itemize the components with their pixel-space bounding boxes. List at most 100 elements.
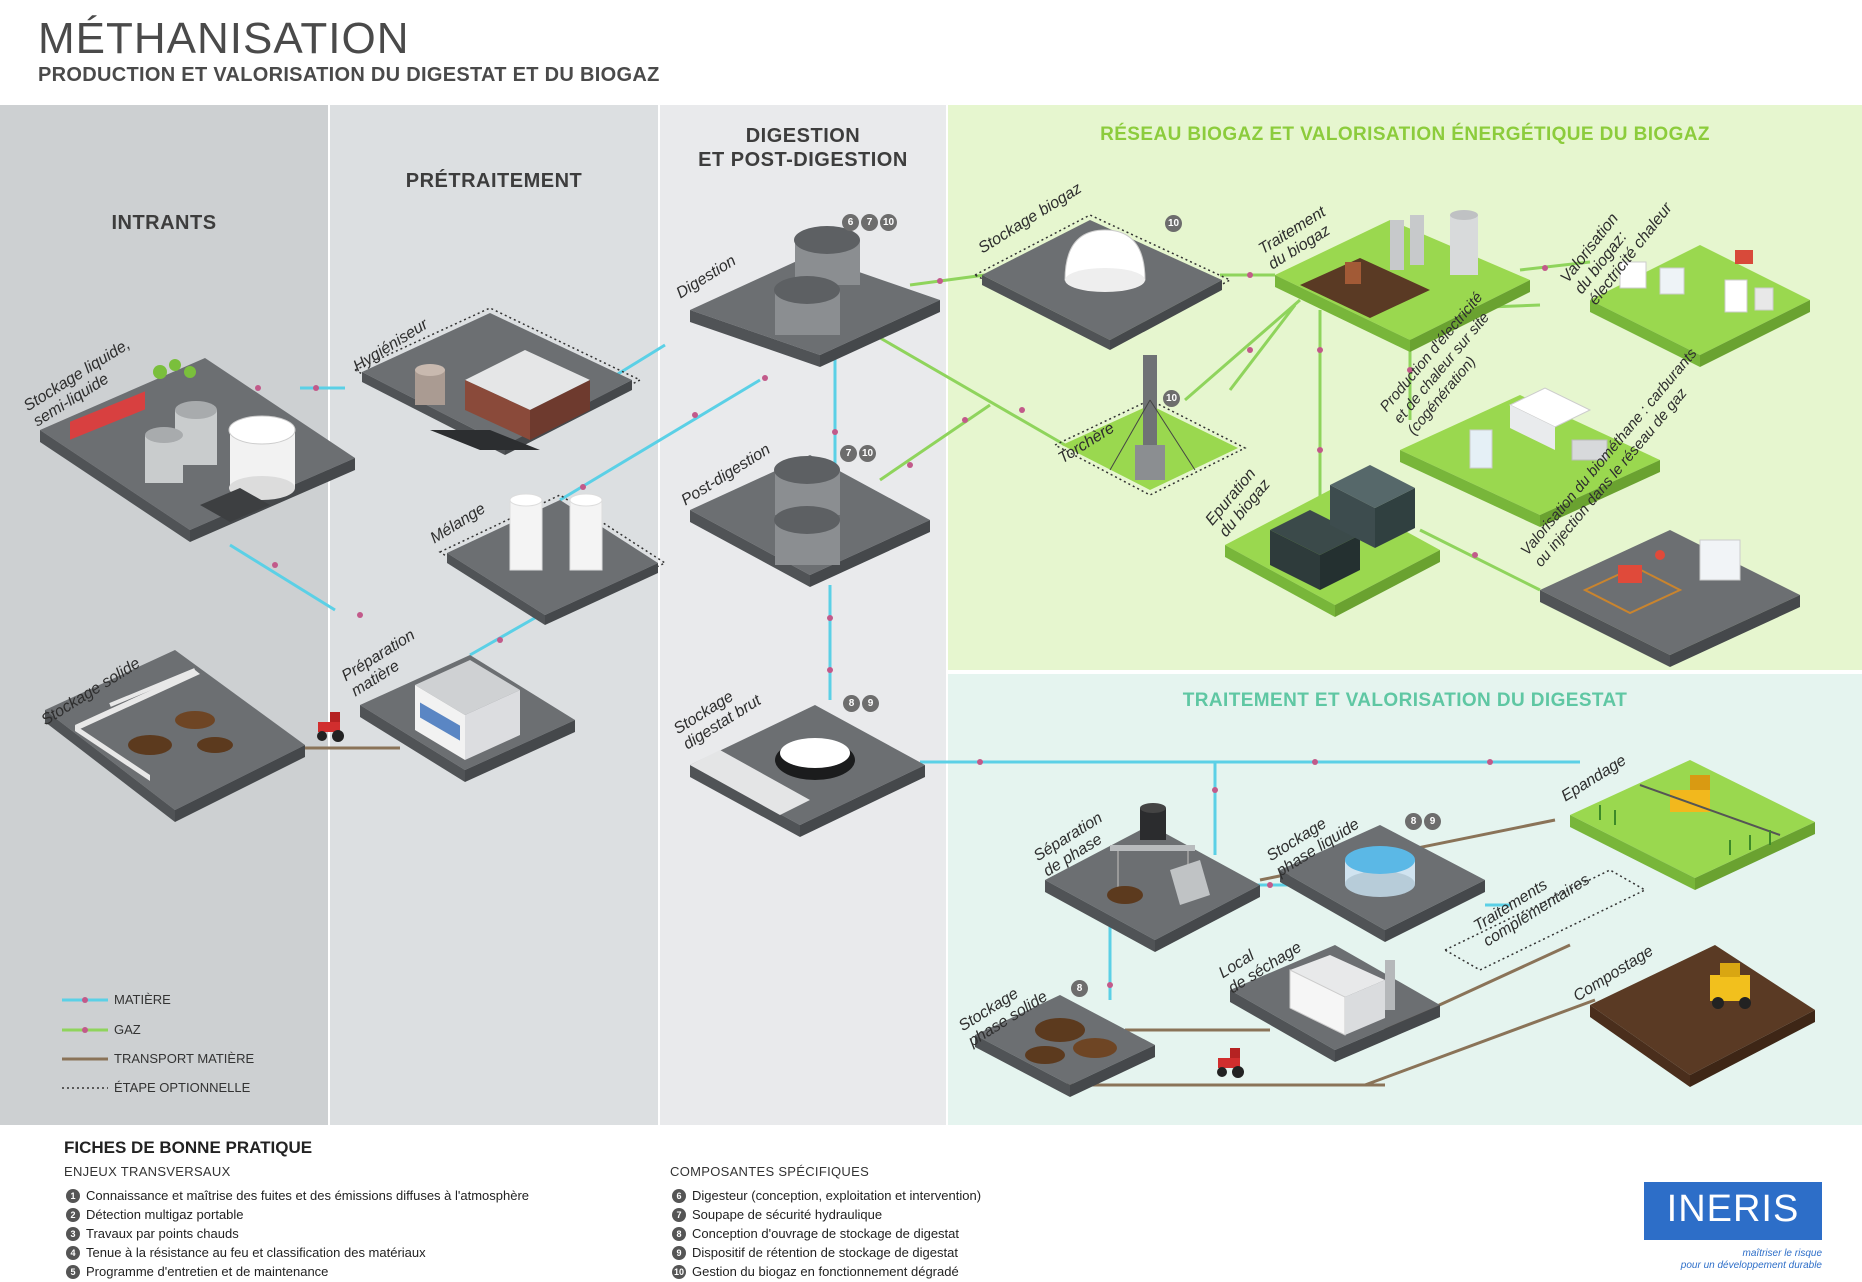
- platform-preparation: [360, 655, 575, 782]
- platform-biomethane: [1540, 530, 1800, 667]
- section-title-biogaz: RÉSEAU BIOGAZ ET VALORISATION ÉNERGÉTIQU…: [1100, 124, 1710, 145]
- badges-stockage-biogaz: 10: [1165, 213, 1184, 232]
- pipe-traitement-torch2: [1228, 304, 1297, 391]
- fiche-text: Dispositif de rétention de stockage de d…: [692, 1245, 958, 1260]
- badge-slp-0[interactable]: 8: [1405, 813, 1422, 830]
- platform-stockage-solide: [45, 650, 305, 822]
- valves-gaz: [907, 265, 1548, 558]
- platform-traitements-complementaires: [1443, 869, 1647, 971]
- pipe-melange-digestion: [559, 378, 761, 502]
- platform-traitement-biogaz: [1275, 210, 1530, 352]
- legend-optionnelle: ÉTAPE OPTIONNELLE: [114, 1080, 251, 1095]
- ineris-logo-text: INERIS: [1666, 1188, 1800, 1230]
- column-intrants: [0, 105, 328, 1125]
- platform-stockage-liquide-phase: [1280, 825, 1485, 942]
- fiche-text: Programme d'entretien et de maintenance: [86, 1264, 329, 1279]
- column-title-intrants: INTRANTS: [111, 212, 217, 234]
- platform-stockage-solide-phase: [975, 995, 1155, 1097]
- column-title-digestion: DIGESTION ET POST-DIGESTION: [660, 124, 946, 172]
- badge-post-1[interactable]: 10: [859, 445, 876, 462]
- pipe-digestion-torchere: [874, 333, 1066, 447]
- platform-digestion: [690, 226, 940, 367]
- platform-stockage-digestat: [690, 705, 925, 837]
- platform-epandage: [1570, 760, 1815, 890]
- platform-melange: [438, 493, 667, 625]
- badge-slp-1[interactable]: 9: [1424, 813, 1441, 830]
- fiche-composante-6[interactable]: 6 Digesteur (conception, exploitation et …: [672, 1188, 981, 1203]
- column-title-digestion-line2: ET POST-DIGESTION: [698, 149, 908, 171]
- fiche-num: 8: [672, 1227, 686, 1241]
- badges-stockage-solide-phase: 8: [1071, 978, 1090, 997]
- fiche-text: Digesteur (conception, exploitation et i…: [692, 1188, 982, 1203]
- legend-transport: TRANSPORT MATIÈRE: [114, 1051, 255, 1066]
- badge-torchere-0[interactable]: 10: [1163, 390, 1180, 407]
- fiche-num: 6: [672, 1189, 686, 1203]
- legend-matiere: MATIÈRE: [114, 992, 171, 1007]
- page-title: MÉTHANISATION: [38, 14, 410, 63]
- platform-valorisation-elec: [1590, 245, 1810, 367]
- pipe-prep-melange: [469, 613, 541, 657]
- pipe-traitement-valo: [1519, 260, 1591, 272]
- fiche-text: Détection multigaz portable: [86, 1207, 244, 1222]
- fiches-title: FICHES DE BONNE PRATIQUE: [64, 1138, 313, 1157]
- platform-torchere: [1053, 355, 1247, 496]
- column-pretraitement: [330, 105, 658, 1125]
- pipe-post-torchere: [879, 403, 991, 482]
- tractor-icon-2: [1217, 1048, 1244, 1078]
- column-title-pretraitement: PRÉTRAITEMENT: [405, 170, 583, 192]
- badge-digestion-2[interactable]: 10: [880, 214, 897, 231]
- pipe-epuration-biomethane: [1419, 528, 1541, 592]
- fiche-num: 1: [66, 1189, 80, 1203]
- pipe-stock-prep: [229, 543, 336, 612]
- pipe-digestion-stockbiogaz: [909, 273, 986, 287]
- platform-local-sechage: [1230, 945, 1440, 1062]
- fiche-num: 5: [66, 1265, 80, 1279]
- tractor-icon-1: [317, 712, 344, 742]
- badge-digestion-1[interactable]: 7: [861, 214, 878, 231]
- tagline-line2: pour un développement durable: [1680, 1260, 1822, 1271]
- transport-to-compost: [1364, 998, 1596, 1087]
- badge-digestion-0[interactable]: 6: [842, 214, 859, 231]
- platform-hygieniseur: [353, 307, 642, 455]
- composantes-title: COMPOSANTES SPÉCIFIQUES: [670, 1164, 870, 1179]
- fiche-enjeu-5[interactable]: 5 Programme d'entretien et de maintenance: [66, 1264, 328, 1279]
- platform-stockage-liquide: [40, 358, 355, 542]
- valves-matiere: [255, 375, 1493, 988]
- platform-compostage: [1590, 945, 1815, 1087]
- fiche-num: 4: [66, 1246, 80, 1260]
- page-subtitle: PRODUCTION ET VALORISATION DU DIGESTAT E…: [38, 64, 660, 86]
- section-title-digestat: TRAITEMENT ET VALORISATION DU DIGESTAT: [1182, 690, 1628, 711]
- badge-ssp-0[interactable]: 8: [1071, 980, 1088, 997]
- pipe-traitement-torchere: [1184, 298, 1301, 402]
- platform-cogeneration: [1400, 387, 1660, 527]
- badge-stockbiogaz-0[interactable]: 10: [1165, 215, 1182, 232]
- fiche-text: Travaux par points chauds: [86, 1226, 239, 1241]
- fiche-text: Conception d'ouvrage de stockage de dige…: [692, 1226, 960, 1241]
- legend-graphics: [62, 997, 108, 1089]
- fiche-num: 7: [672, 1208, 686, 1222]
- platform-separation: [1045, 803, 1260, 952]
- badges-torchere: 10: [1163, 388, 1182, 407]
- tagline-line1: maîtriser le risque: [1742, 1248, 1822, 1259]
- badge-stockdig-1[interactable]: 9: [862, 695, 879, 712]
- fiche-num: 10: [672, 1265, 686, 1279]
- badge-post-0[interactable]: 7: [840, 445, 857, 462]
- ineris-logo[interactable]: [1644, 1182, 1822, 1240]
- badge-stockdig-0[interactable]: 8: [843, 695, 860, 712]
- column-title-digestion-line1: DIGESTION: [745, 125, 861, 147]
- platform-stockage-biogaz: [973, 214, 1232, 350]
- ineris-tagline: maîtriser le risque pour un développemen…: [1644, 1248, 1822, 1272]
- fiche-composante-8[interactable]: 8 Conception d'ouvrage de stockage de dig…: [672, 1226, 959, 1241]
